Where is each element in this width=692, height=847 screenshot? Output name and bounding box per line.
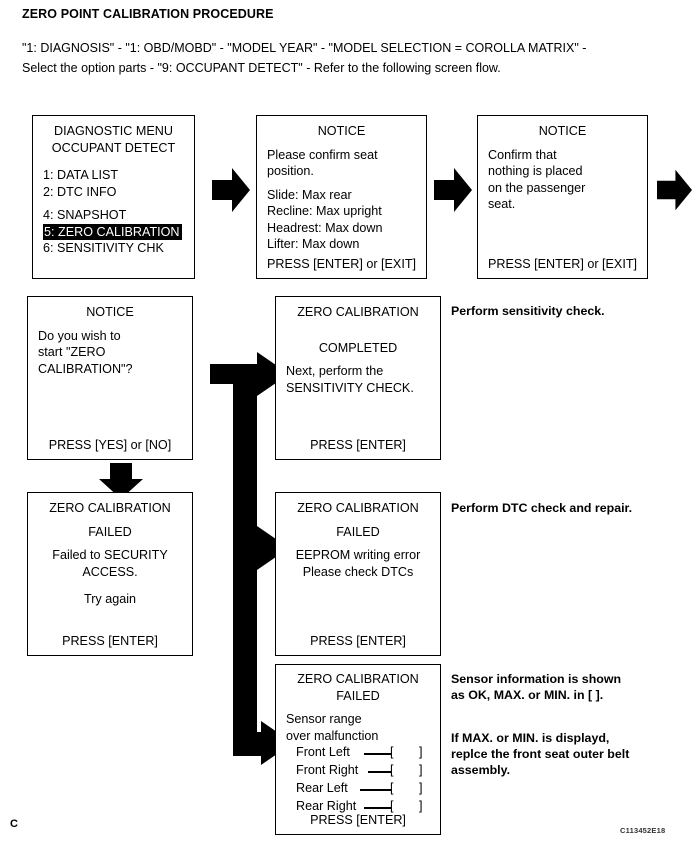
failed-eeprom-status: FAILED xyxy=(336,524,380,539)
sensor-dash-rear-left xyxy=(360,789,391,791)
sensor-dash-rear-right xyxy=(364,807,391,809)
intro-text-line-1: "1: DIAGNOSIS" - "1: OBD/MOBD" - "MODEL … xyxy=(22,41,587,55)
failed-eeprom-body-line-1: EEPROM writing error xyxy=(295,548,421,562)
page-title: ZERO POINT CALIBRATION PROCEDURE xyxy=(22,7,274,21)
screen-box-failed-eeprom: ZERO CALIBRATION FAILED EEPROM writing e… xyxy=(275,492,441,656)
annotation-sensor-info-line-1: Sensor information is shown xyxy=(451,672,622,686)
screen-box-notice-passenger-seat: NOTICE Confirm that nothing is placed on… xyxy=(477,115,648,279)
diagnostic-menu-title-line-2: OCCUPANT DETECT xyxy=(51,140,176,155)
notice-seat-title: NOTICE xyxy=(317,124,366,138)
screen-box-failed-sensor-range: ZERO CALIBRATION FAILED Sensor range ove… xyxy=(275,664,441,835)
sensor-bracket-close-rear-right: ] xyxy=(419,799,423,813)
failed-security-status: FAILED xyxy=(88,524,132,539)
sensor-bracket-close-front-left: ] xyxy=(419,745,423,759)
screen-box-calibration-completed: ZERO CALIBRATION COMPLETED Next, perform… xyxy=(275,296,441,460)
notice-start-footer: PRESS [YES] or [NO] xyxy=(48,437,172,452)
annotation-sensitivity-check: Perform sensitivity check. xyxy=(451,304,605,318)
sensor-row-front-right: Front Right [ ] xyxy=(286,762,430,780)
failed-sensor-body-line-1: Sensor range xyxy=(286,712,362,726)
notice-seat-detail-lifter: Lifter: Max down xyxy=(267,237,360,251)
notice-seat-body-line-2: position. xyxy=(267,164,314,178)
failed-sensor-title: ZERO CALIBRATION xyxy=(297,672,419,686)
failed-eeprom-body-line-2: Please check DTCs xyxy=(302,564,414,579)
notice-seat-detail-recline: Recline: Max upright xyxy=(267,204,382,218)
notice-passenger-body-line-4: seat. xyxy=(488,197,516,211)
notice-passenger-footer: PRESS [ENTER] or [EXIT] xyxy=(487,256,638,271)
notice-seat-detail-headrest: Headrest: Max down xyxy=(267,220,383,235)
notice-passenger-body-line-2: nothing is placed xyxy=(488,164,583,178)
menu-item-snapshot[interactable]: 4: SNAPSHOT xyxy=(43,208,127,222)
menu-item-zero-calibration-selected[interactable]: 5: ZERO CALIBRATION xyxy=(43,223,184,240)
menu-item-zero-calibration-label: 5: ZERO CALIBRATION xyxy=(43,223,182,240)
completed-body-line-2: SENSITIVITY CHECK. xyxy=(286,380,414,395)
screen-box-notice-start-calibration: NOTICE Do you wish to start "ZERO CALIBR… xyxy=(27,296,193,460)
notice-start-body-line-3: CALIBRATION"? xyxy=(38,361,133,376)
completed-status: COMPLETED xyxy=(318,340,398,355)
sensor-bracket-open-rear-left: [ xyxy=(390,781,394,795)
arrow-branching-trunk xyxy=(205,352,295,772)
figure-code: C113452E18 xyxy=(620,826,666,835)
failed-security-body-line-1: Failed to SECURITY xyxy=(52,548,168,562)
arrow-right-menu-to-notice-seat xyxy=(212,168,250,212)
annotation-replace-belt-line-2: replce the front seat outer belt xyxy=(451,747,630,761)
sensor-label-front-right: Front Right xyxy=(296,763,359,777)
sensor-label-rear-left: Rear Left xyxy=(296,781,348,795)
sensor-bracket-open-front-right: [ xyxy=(390,763,394,777)
notice-passenger-title: NOTICE xyxy=(538,124,587,138)
failed-sensor-body-line-2: over malfunction xyxy=(286,728,379,743)
completed-body-line-1: Next, perform the xyxy=(286,364,384,378)
notice-seat-detail-slide: Slide: Max rear xyxy=(267,187,352,202)
failed-security-footer: PRESS [ENTER] xyxy=(62,633,158,648)
failed-security-body-line-3: Try again xyxy=(83,592,137,606)
annotation-replace-belt-line-3: assembly. xyxy=(451,763,511,777)
sensor-bracket-open-front-left: [ xyxy=(390,745,394,759)
sensor-bracket-close-rear-left: ] xyxy=(419,781,423,795)
intro-text-line-2: Select the option parts - "9: OCCUPANT D… xyxy=(22,61,501,75)
sensor-row-rear-right: Rear Right [ ] xyxy=(286,798,430,816)
completed-footer: PRESS [ENTER] xyxy=(310,437,406,452)
sensor-label-rear-right: Rear Right xyxy=(296,799,357,813)
sensor-bracket-close-front-right: ] xyxy=(419,763,423,777)
notice-start-title: NOTICE xyxy=(86,305,134,319)
menu-item-sensitivity-chk[interactable]: 6: SENSITIVITY CHK xyxy=(43,241,164,255)
annotation-replace-belt-line-1: If MAX. or MIN. is displayd, xyxy=(451,731,610,745)
arrow-down-to-failed-security xyxy=(99,463,143,499)
completed-title: ZERO CALIBRATION xyxy=(297,305,419,319)
sensor-row-front-left: Front Left [ ] xyxy=(286,744,430,762)
failed-security-body-line-2: ACCESS. xyxy=(82,564,138,579)
annotation-sensor-info-line-2: as OK, MAX. or MIN. in [ ]. xyxy=(451,688,604,702)
notice-start-body-line-1: Do you wish to xyxy=(38,328,121,343)
notice-seat-body-line-1: Please confirm seat xyxy=(267,147,378,162)
diagnostic-menu-title-line-1: DIAGNOSTIC MENU xyxy=(54,124,173,138)
notice-passenger-body-line-1: Confirm that xyxy=(488,147,557,162)
arrow-right-notice-seat-to-notice-passenger xyxy=(434,168,472,212)
sensor-row-rear-left: Rear Left [ ] xyxy=(286,780,430,798)
notice-seat-footer: PRESS [ENTER] or [EXIT] xyxy=(266,256,417,271)
failed-eeprom-title: ZERO CALIBRATION xyxy=(297,501,419,515)
menu-item-data-list[interactable]: 1: DATA LIST xyxy=(43,168,119,182)
sensor-dash-front-right xyxy=(368,771,391,773)
failed-security-title: ZERO CALIBRATION xyxy=(49,501,171,515)
failed-sensor-footer: PRESS [ENTER] xyxy=(310,812,406,827)
screen-box-notice-seat-position: NOTICE Please confirm seat position. Sli… xyxy=(256,115,427,279)
notice-start-body-line-2: start "ZERO xyxy=(38,345,106,359)
sensor-label-front-left: Front Left xyxy=(296,745,350,759)
annotation-dtc-check: Perform DTC check and repair. xyxy=(451,501,633,515)
screen-box-diagnostic-menu: DIAGNOSTIC MENU OCCUPANT DETECT 1: DATA … xyxy=(32,115,195,279)
sensor-bracket-open-rear-right: [ xyxy=(390,799,394,813)
screen-box-failed-security-access: ZERO CALIBRATION FAILED Failed to SECURI… xyxy=(27,492,193,656)
failed-eeprom-footer: PRESS [ENTER] xyxy=(310,633,406,648)
notice-passenger-body-line-3: on the passenger xyxy=(488,180,586,195)
failed-sensor-status: FAILED xyxy=(336,688,380,703)
sensor-dash-front-left xyxy=(364,753,391,755)
corner-mark: C xyxy=(10,818,18,830)
arrow-right-wrap-to-next-row xyxy=(657,168,692,212)
menu-item-dtc-info[interactable]: 2: DTC INFO xyxy=(43,184,117,199)
